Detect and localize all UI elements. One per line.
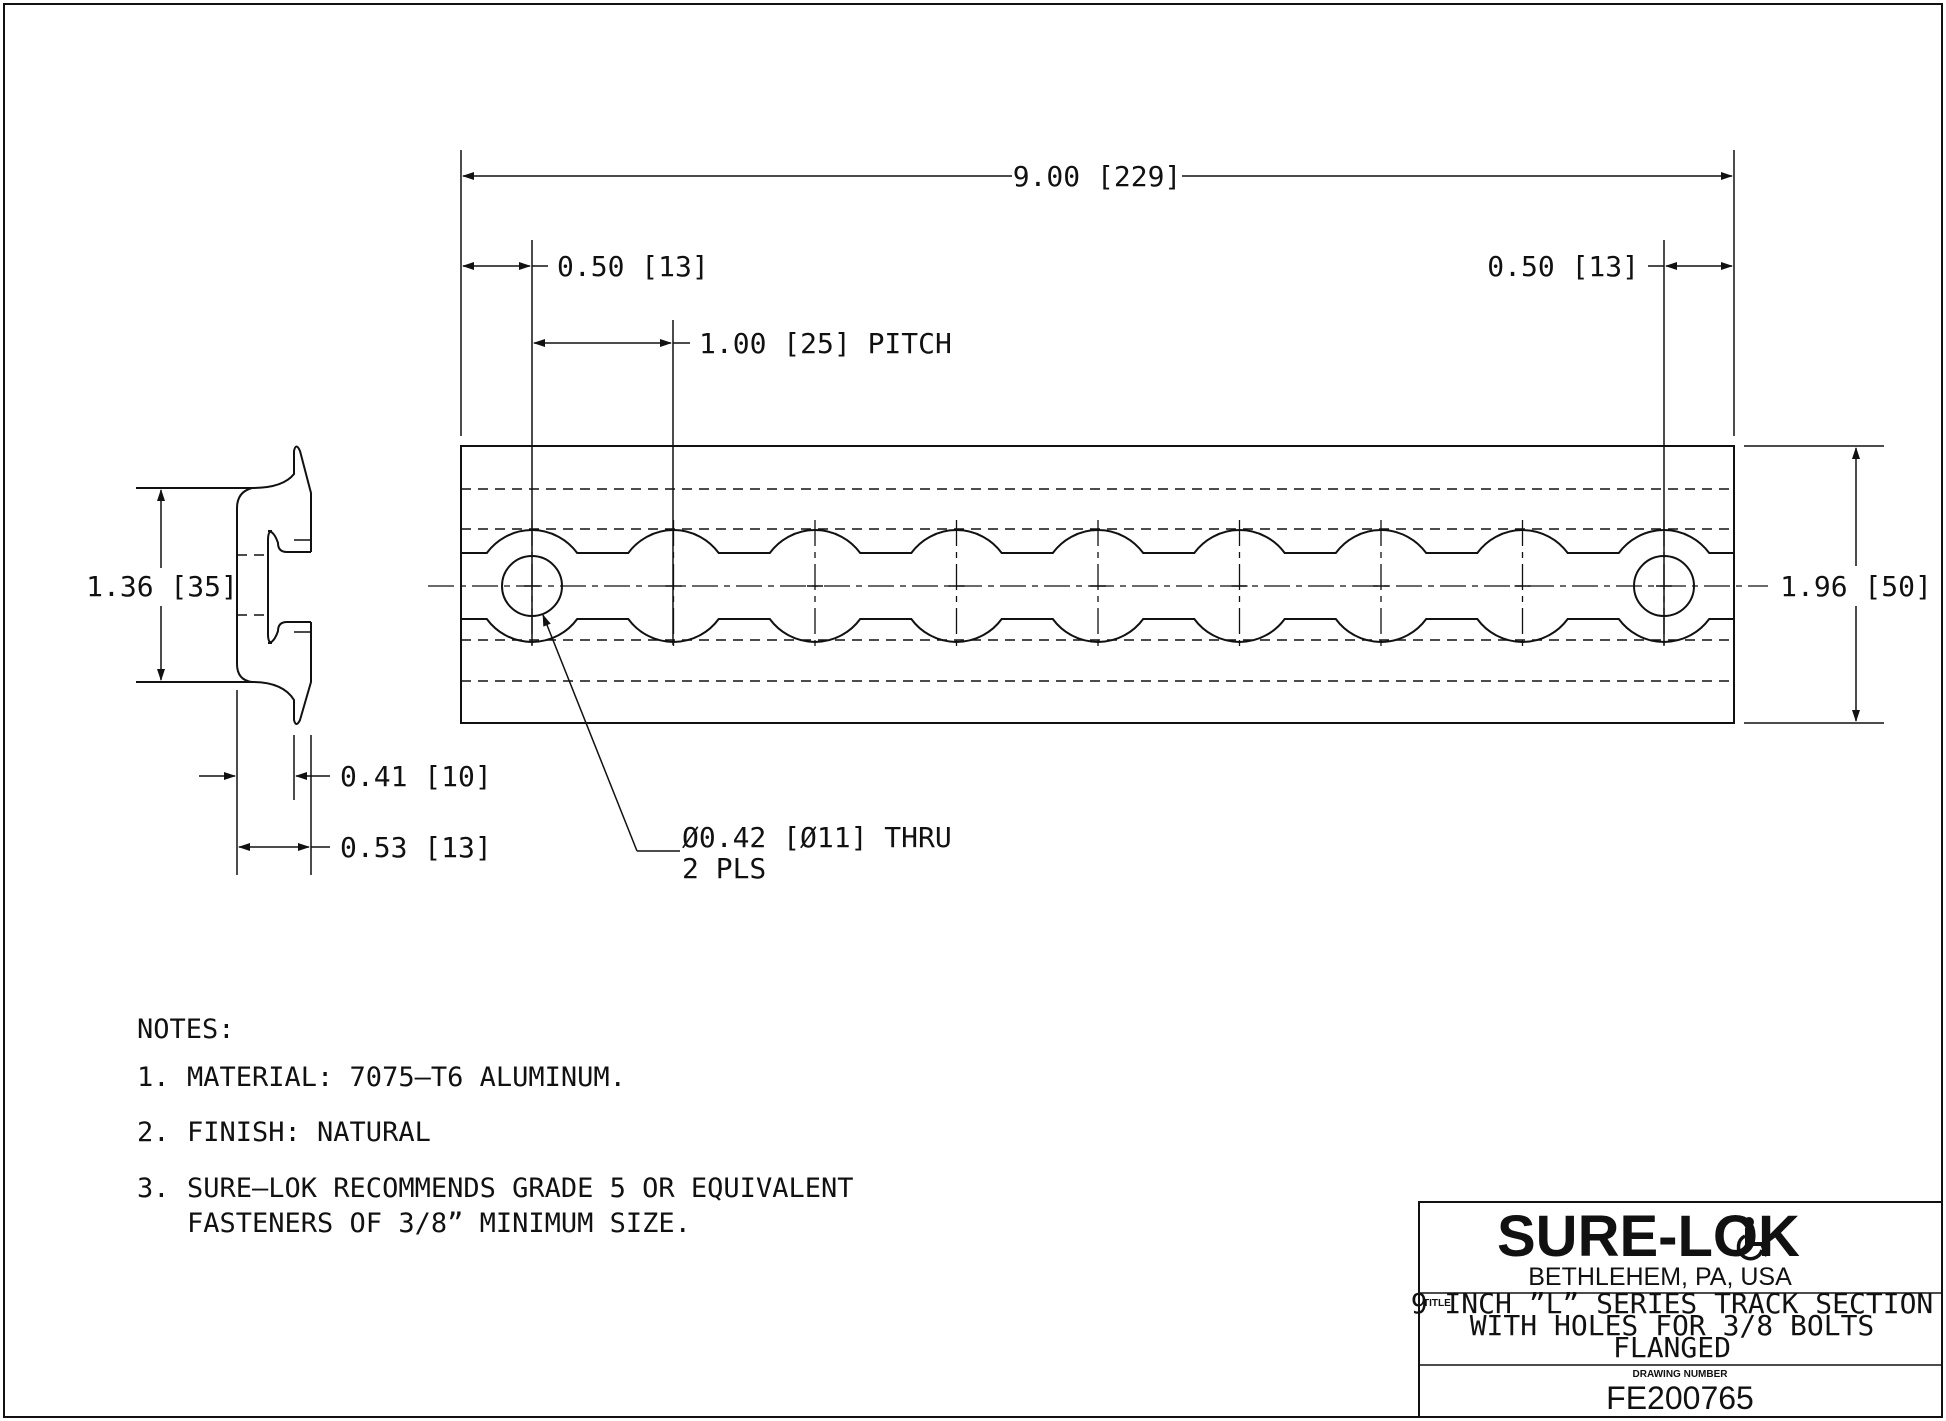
drawing-number-label: DRAWING NUMBER bbox=[1633, 1369, 1729, 1380]
flange-thickness-label: 0.41 [10] bbox=[340, 760, 492, 793]
profile-depth-label: 0.53 [13] bbox=[340, 831, 492, 864]
notes-heading: NOTES: bbox=[137, 1014, 235, 1045]
title-line-2: WITH HOLES FOR 3/8 BOLTS bbox=[1470, 1309, 1875, 1342]
hole-callout-count: 2 PLS bbox=[682, 852, 766, 885]
title-line-1: 9 INCH ”L” SERIES TRACK SECTION bbox=[1411, 1287, 1934, 1320]
title-block: SURE-LOK BETHLEHEM, PA, USA TITLE: 9 INC… bbox=[1411, 1201, 1943, 1418]
drawing-number: FE200765 bbox=[1606, 1380, 1754, 1416]
dimension-flange-thickness: 0.41 [10] bbox=[199, 690, 492, 875]
track-top-view bbox=[428, 445, 1768, 724]
dimension-profile-height: 1.36 [35] bbox=[86, 489, 238, 681]
notes-section: NOTES: 1. MATERIAL: 7075–T6 ALUMINUM. 2.… bbox=[137, 1014, 853, 1239]
pitch-label: 1.00 [25] PITCH bbox=[699, 327, 952, 360]
height-label: 1.96 [50] bbox=[1780, 570, 1932, 603]
note-1-text: MATERIAL: 7075–T6 ALUMINUM. bbox=[187, 1062, 626, 1093]
dimension-end-offset-left: 0.50 [13] bbox=[462, 240, 709, 645]
end-offset-right-label: 0.50 [13] bbox=[1487, 250, 1639, 283]
profile-height-label: 1.36 [35] bbox=[86, 570, 238, 603]
dimension-overall-length: 9.00 [229] bbox=[460, 150, 1735, 436]
end-offset-left-label: 0.50 [13] bbox=[557, 250, 709, 283]
note-2-text: FINISH: NATURAL bbox=[187, 1117, 431, 1148]
drawing-border bbox=[3, 3, 1943, 1418]
note-3-number: 3. bbox=[137, 1173, 170, 1204]
dimension-end-offset-right: 0.50 [13] bbox=[1487, 240, 1733, 645]
title-label: TITLE: bbox=[1423, 1298, 1454, 1309]
track-side-profile bbox=[136, 445, 312, 725]
overall-length-label: 9.00 [229] bbox=[1013, 160, 1182, 193]
note-3-text-line1: SURE–LOK RECOMMENDS GRADE 5 OR EQUIVALEN… bbox=[187, 1173, 853, 1204]
track-outline bbox=[460, 445, 1735, 724]
dimension-pitch: 1.00 [25] PITCH bbox=[533, 320, 952, 645]
title-line-3: FLANGED bbox=[1613, 1331, 1731, 1364]
dimension-height: 1.96 [50] bbox=[1744, 445, 1932, 724]
note-1-number: 1. bbox=[137, 1062, 170, 1093]
wheelchair-accessibility-icon bbox=[1736, 1217, 1769, 1261]
dimension-profile-depth: 0.53 [13] bbox=[238, 735, 492, 875]
note-3-text-line2: FASTENERS OF 3/8” MINIMUM SIZE. bbox=[187, 1208, 691, 1239]
brand-logo: SURE-LOK bbox=[1497, 1204, 1800, 1269]
company-location: BETHLEHEM, PA, USA bbox=[1528, 1263, 1792, 1291]
hole-callout: Ø0.42 [Ø11] THRU 2 PLS bbox=[542, 614, 952, 885]
note-2-number: 2. bbox=[137, 1117, 170, 1148]
hole-callout-diameter: Ø0.42 [Ø11] THRU bbox=[682, 821, 952, 854]
